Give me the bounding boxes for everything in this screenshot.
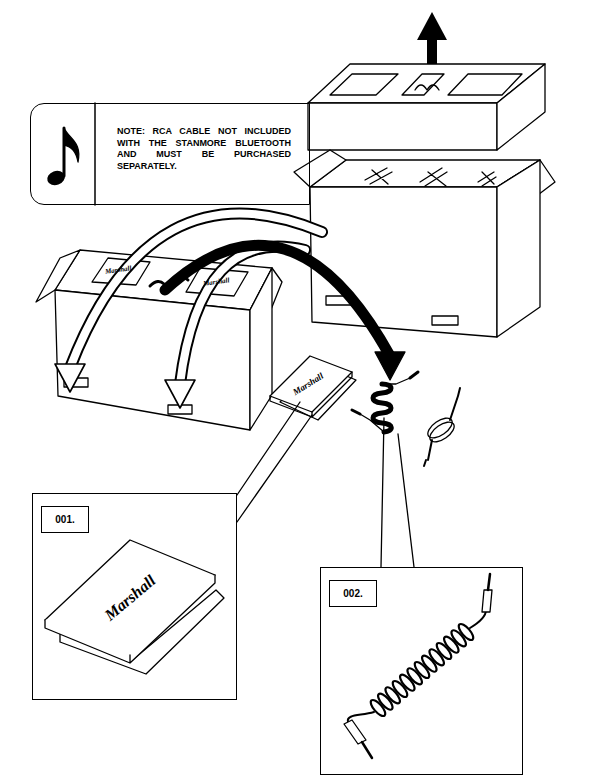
logo-text: Marshall [101, 572, 159, 625]
fold-arrow-fill [70, 213, 322, 368]
insert-coil [415, 85, 439, 90]
coiled-cable [368, 622, 475, 718]
box-side [250, 268, 272, 430]
jack-plug [482, 590, 492, 612]
box-hatch [365, 168, 496, 186]
insert-pocket [448, 74, 522, 95]
cable-end [360, 414, 384, 432]
box-tab [432, 316, 458, 325]
note-box: NOTE: RCA CABLE NOT INCLUDED WITH THE ST… [30, 103, 310, 205]
note-text: NOTE: RCA CABLE NOT INCLUDED WITH THE ST… [117, 126, 291, 173]
fold-arrow-outline [70, 213, 322, 368]
cable-plug [352, 410, 360, 414]
box-front [310, 187, 497, 337]
insert-pocket [330, 74, 398, 95]
note-divider [94, 103, 96, 205]
fold-arrow-head [55, 364, 85, 392]
coil-loop [456, 622, 475, 642]
music-note-flag [64, 128, 79, 162]
jack-tip [488, 574, 490, 590]
callout-number: 002. [329, 580, 377, 607]
box-flap [294, 150, 346, 187]
lift-arrow-head [417, 12, 447, 40]
jack-tip [362, 742, 372, 758]
usb-cable-end [424, 388, 460, 466]
callout-number: 001. [41, 506, 89, 533]
manual [270, 356, 352, 412]
fold-arrow-head [165, 380, 195, 408]
callout-frame: 002. [320, 567, 523, 775]
logo-text: Marshall [105, 264, 132, 276]
jack-plug [344, 720, 366, 744]
box-front [55, 290, 250, 430]
cable-tail [470, 610, 486, 628]
remove-arrow [165, 245, 390, 356]
cable-plug [410, 372, 418, 378]
insert-side [497, 64, 545, 150]
insert-front [308, 103, 497, 150]
leader-line [237, 402, 312, 522]
insert-slot [402, 74, 444, 95]
cable-end [382, 378, 410, 384]
remove-arrow-head [375, 352, 405, 380]
logo-text: Marshall [291, 371, 325, 398]
leader-line [381, 418, 414, 567]
logo-text: Marshall [203, 276, 230, 288]
box-side [497, 160, 540, 337]
